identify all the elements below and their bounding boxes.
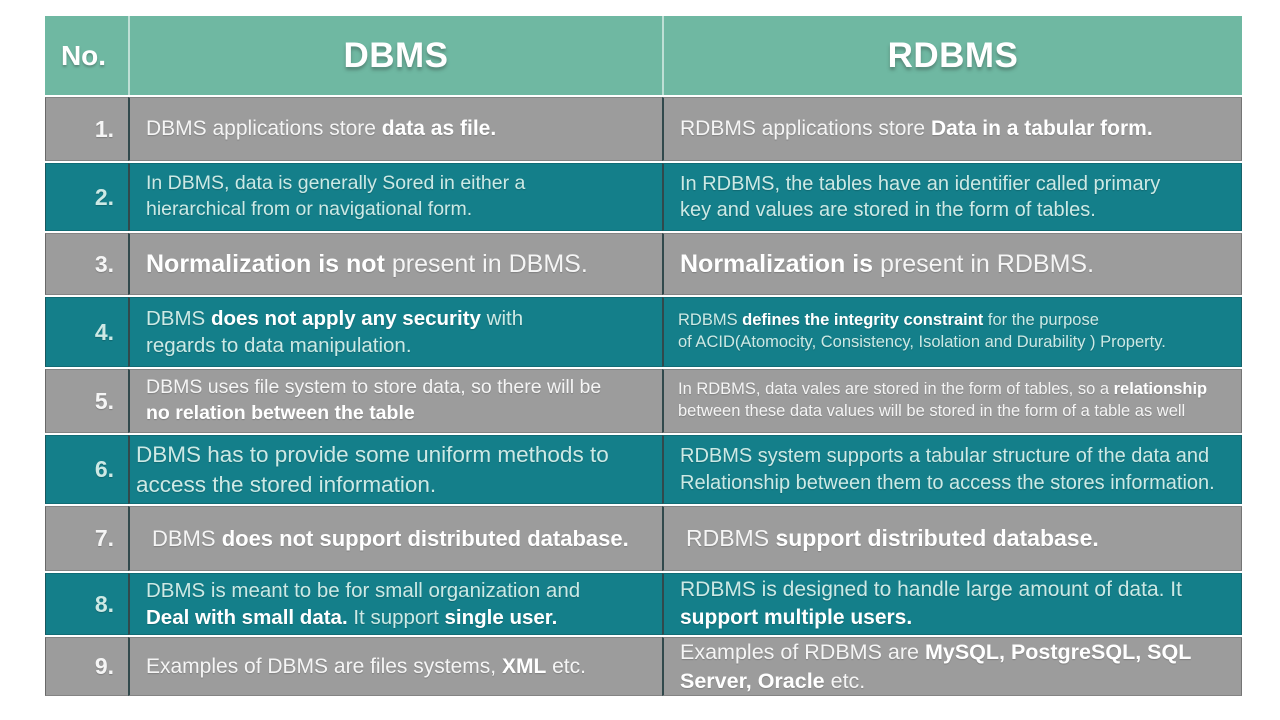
row-number: 4. bbox=[45, 297, 128, 367]
row-number: 9. bbox=[45, 637, 128, 696]
cell-text: Examples of RDBMS are MySQL, PostgreSQL,… bbox=[680, 640, 1192, 693]
table-row: 3. Normalization is not present in DBMS. N… bbox=[45, 233, 1242, 295]
rdbms-cell: In RDBMS, data vales are stored in the f… bbox=[662, 369, 1242, 433]
dbms-cell: DBMS uses file system to store data, so … bbox=[128, 369, 662, 433]
cell-text: In RDBMS, data vales are stored in the f… bbox=[678, 380, 1208, 420]
dbms-cell: Examples of DBMS are files systems, XML … bbox=[128, 637, 662, 696]
table-row: 4. DBMS does not apply any security with … bbox=[45, 297, 1242, 367]
cell-text: RDBMS defines the integrity constraint f… bbox=[678, 311, 1166, 351]
rdbms-cell: Normalization is present in RDBMS. bbox=[662, 233, 1242, 295]
row-number: 8. bbox=[45, 573, 128, 635]
dbms-cell: In DBMS, data is generally Sored in eith… bbox=[128, 163, 662, 231]
cell-text: Examples of DBMS are files systems, XML … bbox=[146, 654, 586, 678]
header-no: No. bbox=[45, 16, 128, 95]
table-row: 8. DBMS is meant to be for small organiza… bbox=[45, 573, 1242, 635]
header-dbms: DBMS bbox=[128, 16, 662, 95]
rdbms-cell: Examples of RDBMS are MySQL, PostgreSQL,… bbox=[662, 637, 1242, 696]
dbms-cell: DBMS applications store data as file. bbox=[128, 97, 662, 161]
cell-text: Normalization is not present in DBMS. bbox=[146, 249, 588, 278]
cell-text: DBMS applications store data as file. bbox=[146, 117, 497, 141]
row-number: 3. bbox=[45, 233, 128, 295]
comparison-table: No. DBMS RDBMS 1. DBMS applications store… bbox=[45, 16, 1242, 698]
cell-text: RDBMS applications store Data in a tabul… bbox=[680, 117, 1153, 141]
row-number: 2. bbox=[45, 163, 128, 231]
row-number: 1. bbox=[45, 97, 128, 161]
rdbms-cell: RDBMS support distributed database. bbox=[662, 506, 1242, 571]
table-row: 1. DBMS applications store data as file. R… bbox=[45, 97, 1242, 161]
dbms-cell: DBMS has to provide some uniform methods… bbox=[128, 435, 662, 504]
rdbms-cell: RDBMS defines the integrity constraint f… bbox=[662, 297, 1242, 367]
rdbms-cell: In RDBMS, the tables have an identifier … bbox=[662, 163, 1242, 231]
rdbms-cell: RDBMS system supports a tabular structur… bbox=[662, 435, 1242, 504]
dbms-cell: DBMS does not apply any security with re… bbox=[128, 297, 662, 367]
rdbms-cell: RDBMS applications store Data in a tabul… bbox=[662, 97, 1242, 161]
dbms-cell: DBMS is meant to be for small organizati… bbox=[128, 573, 662, 635]
row-number: 5. bbox=[45, 369, 128, 433]
cell-text: DBMS has to provide some uniform methods… bbox=[136, 441, 609, 497]
table-row: 6.DBMS has to provide some uniform metho… bbox=[45, 435, 1242, 504]
cell-text: Normalization is present in RDBMS. bbox=[680, 249, 1095, 278]
table-row: 7. DBMS does not support distributed data… bbox=[45, 506, 1242, 571]
table-row: 9. Examples of DBMS are files systems, XM… bbox=[45, 637, 1242, 696]
rdbms-cell: RDBMS is designed to handle large amount… bbox=[662, 573, 1242, 635]
cell-text: DBMS uses file system to store data, so … bbox=[146, 376, 602, 424]
cell-text: RDBMS is designed to handle large amount… bbox=[680, 578, 1182, 629]
row-number: 7. bbox=[45, 506, 128, 571]
cell-text: RDBMS system supports a tabular structur… bbox=[680, 445, 1215, 494]
cell-text: In DBMS, data is generally Sored in eith… bbox=[146, 172, 526, 220]
table-header-row: No. DBMS RDBMS bbox=[45, 16, 1242, 95]
table-row: 2. In DBMS, data is generally Sored in ei… bbox=[45, 163, 1242, 231]
cell-text: In RDBMS, the tables have an identifier … bbox=[680, 172, 1161, 221]
row-number: 6. bbox=[45, 435, 128, 504]
dbms-cell: DBMS does not support distributed databa… bbox=[128, 506, 662, 571]
cell-text: RDBMS support distributed database. bbox=[686, 525, 1099, 552]
dbms-cell: Normalization is not present in DBMS. bbox=[128, 233, 662, 295]
header-rdbms: RDBMS bbox=[662, 16, 1242, 95]
cell-text: DBMS does not support distributed databa… bbox=[152, 525, 629, 551]
cell-text: DBMS does not apply any security with re… bbox=[146, 306, 524, 357]
table-row: 5. DBMS uses file system to store data, s… bbox=[45, 369, 1242, 433]
cell-text: DBMS is meant to be for small organizati… bbox=[146, 578, 581, 629]
